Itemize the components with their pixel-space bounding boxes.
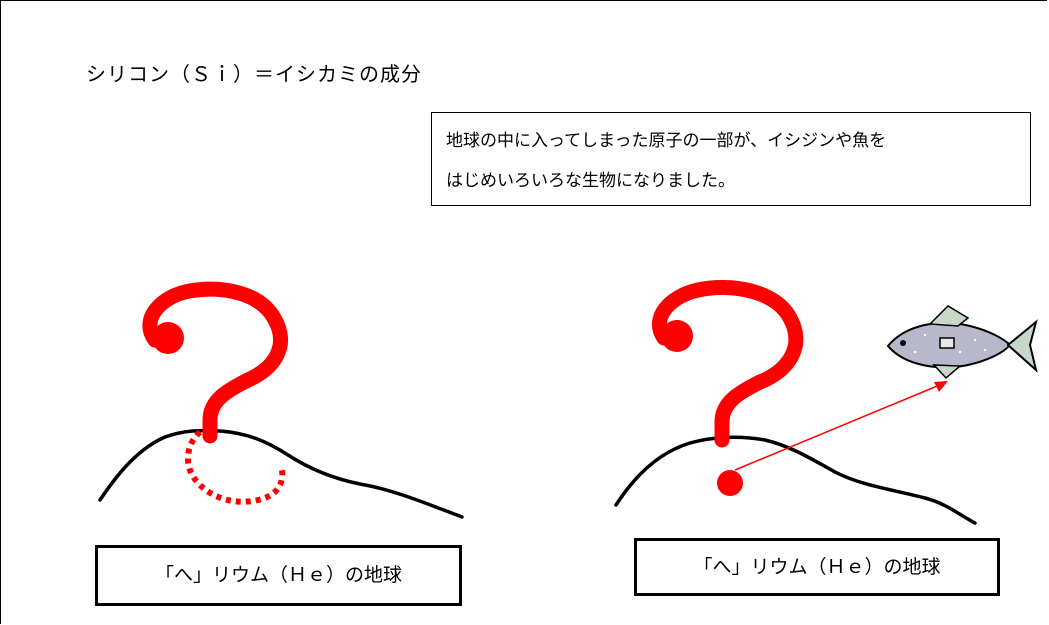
arrow xyxy=(734,381,948,471)
earth-label-left: 「へ」リウム（Ｈｅ）の地球 xyxy=(95,545,462,606)
earth-label-right: 「へ」リウム（Ｈｅ）の地球 xyxy=(634,538,1000,596)
dotted-underground-path xyxy=(184,429,286,505)
explanation-line-2: はじめいろいろな生物になりました。 xyxy=(446,171,735,191)
question-mark-left xyxy=(142,281,289,444)
earth-hill-left xyxy=(98,428,464,519)
earth-hill-right xyxy=(614,435,977,525)
fish-icon xyxy=(886,305,1038,380)
question-mark-right xyxy=(651,280,804,448)
page-title: シリコン（Ｓｉ）＝イシカミの成分 xyxy=(86,62,422,86)
explanation-line-1: 地球の中に入ってしまった原子の一部が、イシジンや魚を xyxy=(446,131,887,151)
atom-dot xyxy=(717,470,743,496)
explanation-box: 地球の中に入ってしまった原子の一部が、イシジンや魚を はじめいろいろな生物になり… xyxy=(431,112,1031,206)
